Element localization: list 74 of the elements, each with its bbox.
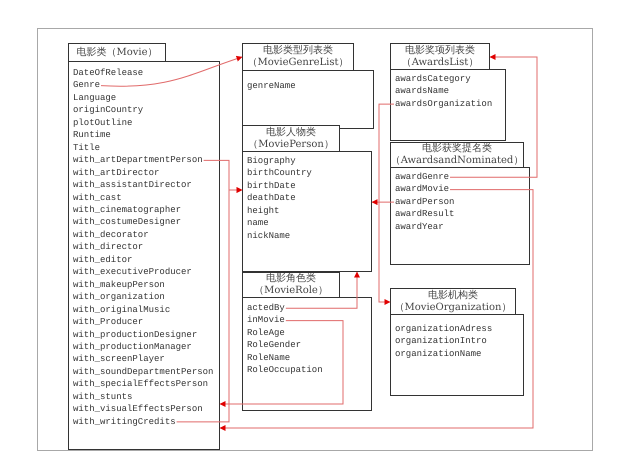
attribute-name: with_cast: [73, 192, 122, 204]
class-box: [390, 43, 506, 141]
attribute-name: with_visualEffectsPerson: [73, 403, 203, 416]
attribute-name: with_screenPlayer: [73, 353, 165, 366]
attribute-name: genreName: [247, 80, 296, 92]
attribute-name: Genre: [73, 79, 100, 92]
attribute-name: with_costumeDesigner: [73, 216, 182, 229]
attribute-name: with_executiveProducer: [73, 266, 192, 279]
attribute-name: with_director: [73, 241, 144, 254]
attribute-name: actedBy: [247, 302, 285, 314]
attribute-name: with_Producer: [73, 316, 144, 329]
class-title: 电影角色类（MovieRole）: [242, 272, 340, 298]
connector-arrow: [450, 54, 538, 178]
attribute-name: DateOfRelease: [73, 67, 144, 80]
attribute-name: with_editor: [73, 254, 132, 266]
attribute-name: with_decorator: [73, 228, 149, 242]
attribute-name: with_productionDesigner: [73, 328, 198, 341]
class-title: 电影获奖提名类（AwardsandNominated）: [390, 142, 524, 168]
class-box: [390, 288, 524, 396]
class-box: [242, 272, 372, 411]
attribute-name: Title: [73, 142, 100, 154]
attribute-name: Biography: [247, 155, 296, 168]
class-box: [242, 125, 372, 272]
attribute-name: awardMovie: [395, 183, 450, 196]
attribute-name: awardPerson: [395, 196, 454, 208]
attribute-name: with_productionManager: [73, 340, 192, 354]
attribute-name: Language: [73, 92, 116, 104]
connector-arrow: [176, 187, 242, 422]
attribute-name: nickName: [247, 230, 290, 242]
attribute-name: with_artDirector: [73, 166, 160, 180]
attribute-name: organizationIntro: [395, 335, 487, 348]
attribute-name: deathDate: [247, 192, 296, 205]
attribute-name: birthDate: [247, 180, 296, 192]
attribute-name: organizationName: [395, 348, 482, 360]
attribute-name: originCountry: [73, 104, 144, 117]
attribute-name: with_cinematographer: [73, 204, 182, 216]
class-title: 电影人物类（MoviePerson）: [242, 125, 340, 152]
attribute-name: with_specialEffectsPerson: [73, 378, 208, 391]
attribute-name: birthCountry: [247, 167, 312, 180]
attribute-name: RoleAge: [247, 326, 285, 340]
class-box: [390, 142, 530, 265]
attribute-name: awardsOrganization: [395, 98, 492, 110]
attribute-name: RoleOccupation: [247, 364, 323, 377]
connector-arrow: [285, 272, 360, 309]
attribute-name: with_assistantDirector: [73, 179, 192, 192]
attribute-name: height: [247, 204, 280, 218]
attribute-name: with_stunts: [73, 390, 132, 404]
attribute-name: with_originalMusic: [73, 304, 170, 316]
connector-arrow: [372, 199, 394, 206]
class-title: 电影奖项列表类（AwardsList）: [390, 43, 490, 70]
attribute-name: name: [247, 217, 269, 230]
attribute-name: with_artDepartmentPerson: [73, 154, 203, 167]
attribute-name: with_writingCredits: [73, 416, 176, 428]
attribute-name: plotOutline: [73, 116, 132, 130]
attribute-name: awardGenre: [395, 171, 450, 184]
attribute-name: awardsCategory: [395, 73, 471, 86]
attribute-name: RoleGender: [247, 339, 302, 352]
attribute-name: RoleName: [247, 352, 290, 364]
attribute-name: organizationAdress: [395, 323, 492, 336]
connector-arrow: [220, 189, 534, 431]
attribute-name: inMovie: [247, 314, 285, 327]
class-title: 电影类型列表类（MovieGenreList）: [242, 43, 354, 71]
attribute-name: with_soundDepartmentPerson: [73, 366, 214, 378]
attribute-name: with_organization: [73, 291, 165, 304]
class-title: 电影机构类（MovieOrganization）: [390, 288, 516, 315]
attribute-name: awardResult: [395, 208, 454, 221]
attribute-name: awardsName: [395, 85, 450, 98]
connector-arrow: [378, 104, 394, 305]
class-title: 电影类（Movie）: [68, 43, 166, 62]
attribute-name: with_makeupPerson: [73, 278, 165, 292]
connector-arrow: [100, 56, 242, 87]
connector-arrow: [220, 320, 344, 407]
attribute-name: awardYear: [395, 220, 444, 234]
attribute-name: Runtime: [73, 129, 111, 142]
